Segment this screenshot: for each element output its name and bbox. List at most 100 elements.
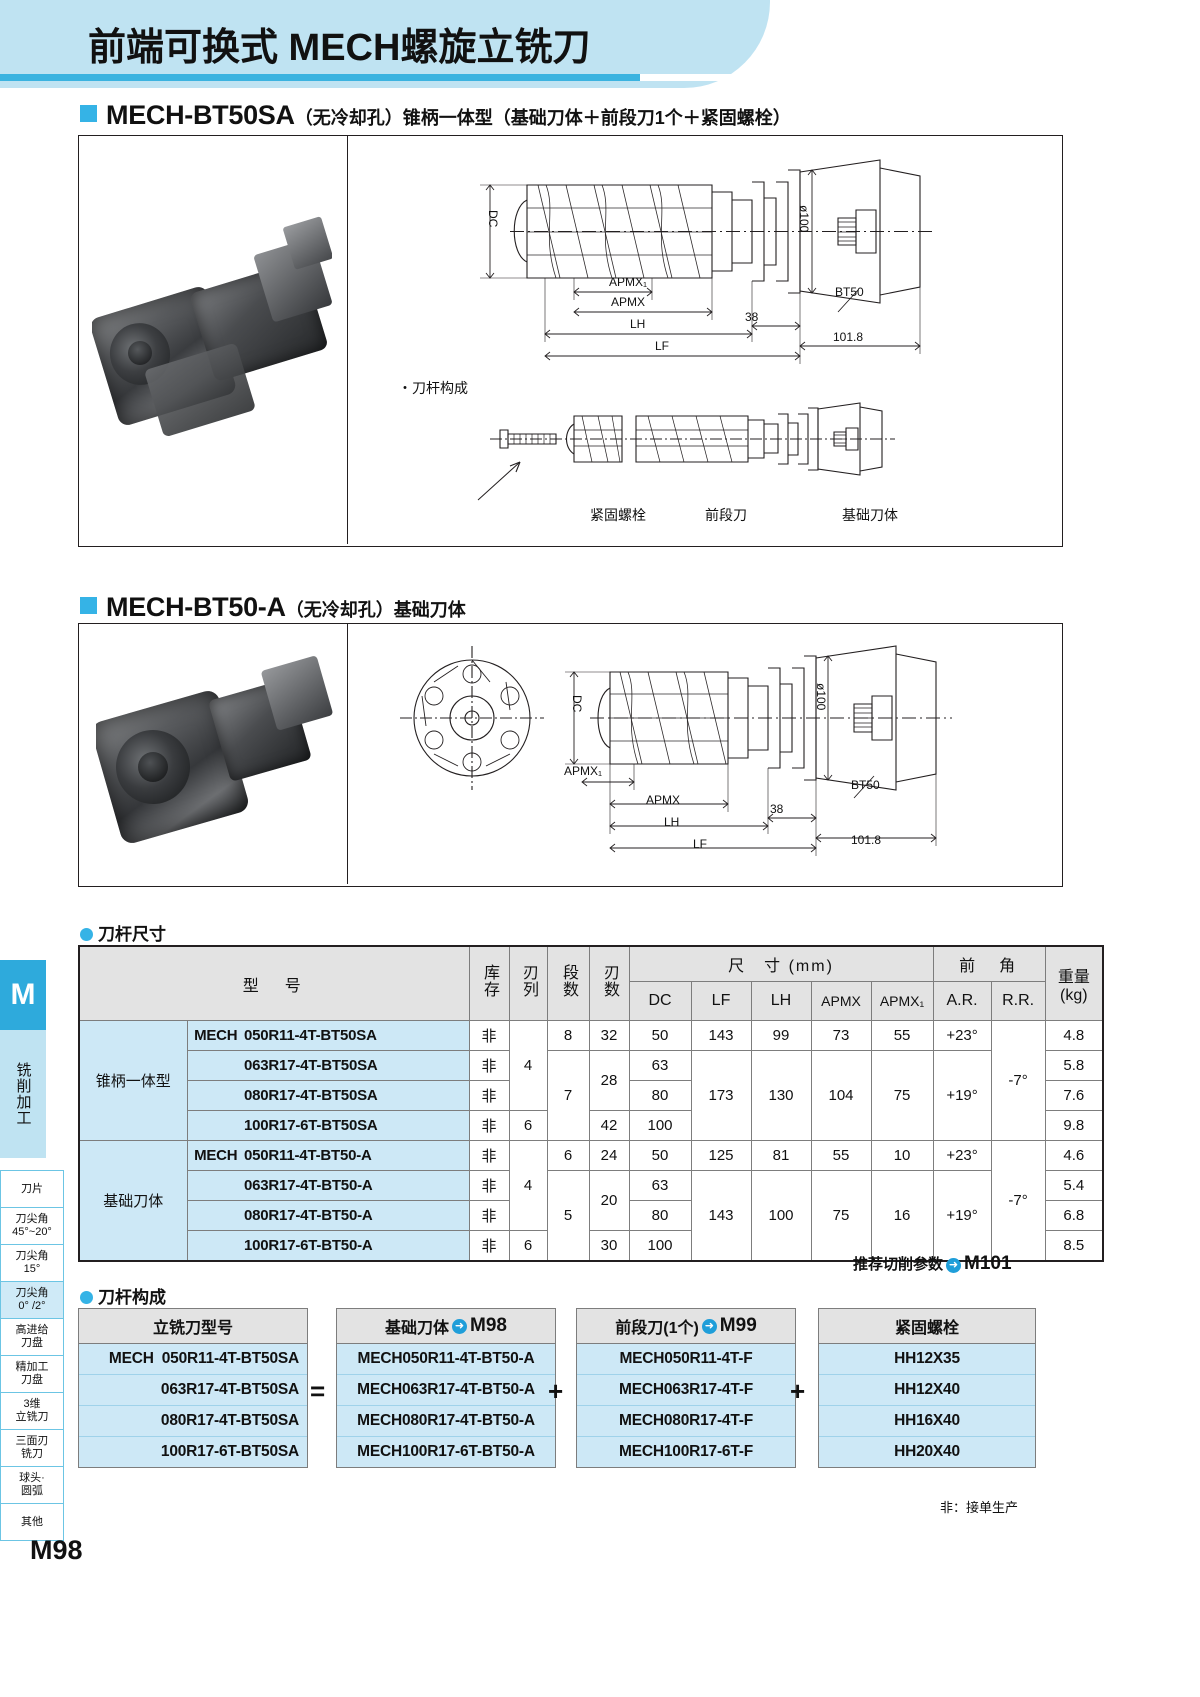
sidebar-subtab-line: 高进给 [15,1324,49,1336]
cell-stages: 8 [546,1020,590,1051]
cell-lf: 143 [690,1170,752,1261]
cell-lh: 99 [750,1020,812,1051]
sidebar-subtab-line: 精加工 [15,1361,49,1373]
cell-stages: 6 [546,1140,590,1171]
cell-dc: 80 [628,1200,692,1231]
cell-rr: -7° [990,1020,1046,1141]
comp-cell: HH16X40 [819,1406,1035,1437]
section-marker-icon-2 [80,597,97,614]
cell-apmx: 75 [810,1170,872,1261]
th-dimensions: 尺 寸 (mm) [628,945,934,982]
fig2-label-lh: LH [664,815,680,829]
comp-cell: HH12X35 [819,1344,1035,1375]
operator-plus: + [548,1376,564,1406]
arrow-right-icon: ➜ [946,1258,962,1273]
cell-ar: +19° [932,1050,992,1141]
fig1-label-apmx1: APMX₁ [609,275,648,289]
comp-header-ref[interactable]: M98 [470,1315,507,1336]
cell-dc: 63 [628,1050,692,1081]
group-label: 锥柄一体型 [78,1020,188,1141]
banner-accent-rule [0,74,1200,81]
sidebar-subtab-line: 45°~20° [12,1226,52,1238]
th-model: 型 号 [78,945,470,1021]
comp-column-header: 前段刀(1个)➜M99 [577,1309,795,1344]
sidebar-subtab-5[interactable]: 精加工刀盘 [1,1356,63,1393]
th-rake: 前 角 [932,945,1046,982]
sidebar-subtab-4[interactable]: 高进给刀盘 [1,1319,63,1356]
th-rr: R.R. [990,981,1046,1021]
cell-flute_rows: 4 [508,1140,548,1231]
page-title: 前端可换式 MECH螺旋立铣刀 [88,27,591,69]
cell-dc: 80 [628,1080,692,1111]
fig2-label-diameter: ø100 [814,683,828,711]
sidebar-subtab-line: 球头· [19,1472,45,1484]
th-dc: DC [628,981,692,1021]
sidebar-subtab-line: 刀片 [21,1182,43,1195]
sidebar-subtab-line: 15° [23,1263,41,1275]
operator-plus: + [790,1376,806,1406]
cell-apmx1: 75 [870,1050,934,1141]
spec-table-title-text: 刀杆尺寸 [98,925,166,944]
technical-drawing-1-assembly [477,402,895,501]
comp-table-title-text: 刀杆构成 [98,1288,166,1307]
model-prefix [186,1200,244,1231]
comp-value: HH12X40 [894,1381,960,1398]
comp-cell: 080R17-4T-BT50SA [79,1406,307,1437]
comp-value: MECH063R17-4T-F [619,1381,753,1398]
model-prefix: MECH [186,1140,244,1171]
bullet-dot-icon-2 [80,1291,93,1304]
fig2-label-apmx: APMX [646,793,681,807]
cell-dc: 50 [628,1020,692,1051]
sidebar-subtab-6[interactable]: 3维立铣刀 [1,1393,63,1430]
sidebar-subtab-7[interactable]: 三面刃铣刀 [1,1430,63,1467]
section-marker-icon [80,105,97,122]
sidebar-category-milling: 铣削加工 [0,1030,46,1158]
comp-header-ref[interactable]: M99 [719,1315,757,1336]
comp-value: MECH063R17-4T-BT50-A [357,1381,535,1398]
spec-table: 型 号 库存 刃列 段数 刃数 尺 寸 (mm) 前 角 重量 (kg) DC … [78,945,1105,1262]
fig1-label-38: 38 [745,310,759,324]
comp-value: MECH050R11-4T-BT50-A [357,1350,535,1367]
sidebar-subtab-0[interactable]: 刀片 [1,1171,63,1208]
figure-1-divider [347,136,348,544]
cell-lf: 173 [690,1050,752,1141]
comp-cell: MECH050R11-4T-BT50-A [337,1344,555,1375]
fig1-label-diameter: ø100 [797,205,811,233]
fig1-label-lh: LH [630,317,646,331]
page-number: M98 [30,1535,83,1565]
cell-flutes: 30 [588,1230,630,1261]
cell-flutes: 32 [588,1020,630,1051]
stock-status: 非 [468,1230,510,1261]
th-apmx: APMX [810,981,872,1021]
technical-drawing-1 [480,159,935,364]
comp-cell: 100R17-6T-BT50SA [79,1437,307,1467]
cell-flute_rows: 6 [508,1110,548,1141]
sidebar-subtab-line: 刀盘 [21,1374,43,1386]
th-apmx1: APMX₁ [870,981,934,1021]
stock-status: 非 [468,1200,510,1231]
model-prefix [186,1230,244,1261]
sidebar-subtab-9[interactable]: 其他 [1,1504,63,1541]
spec-note-ref[interactable]: M101 [964,1253,1012,1274]
comp-value: 050R11-4T-BT50SA [161,1350,299,1367]
section-2-subtitle: （无冷却孔）基础刀体 [285,600,466,620]
technical-drawing-2 [400,645,952,856]
comp-header-label: 立铣刀型号 [152,1320,233,1337]
sidebar-subtab-line: 刀尖角 [15,1250,49,1262]
product-photo-2 [96,648,336,868]
th-lh: LH [750,981,812,1021]
sidebar-subtab-8[interactable]: 球头·圆弧 [1,1467,63,1504]
cell-flutes: 24 [588,1140,630,1171]
fig1-label-1018: 101.8 [833,330,864,344]
cell-flute_rows: 6 [508,1230,548,1261]
cell-weight: 5.8 [1044,1050,1104,1081]
